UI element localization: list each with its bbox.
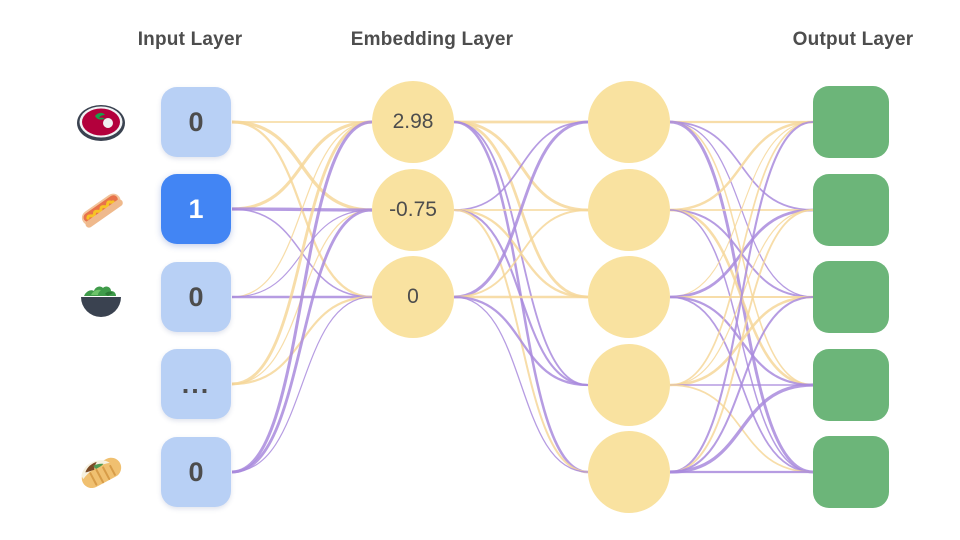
salad-bowl-icon [73, 269, 129, 325]
input-node-4[interactable]: 0 [161, 437, 231, 507]
hidden-node-0[interactable] [588, 81, 670, 163]
embedding-node-1[interactable]: -0.75 [372, 169, 454, 251]
hidden-node-4[interactable] [588, 431, 670, 513]
embedding-node-2[interactable]: 0 [372, 256, 454, 338]
hot-dog-icon [73, 181, 129, 237]
output-node-3[interactable] [813, 349, 889, 421]
layer-title-embedding: Embedding Layer [350, 29, 514, 50]
output-node-0[interactable] [813, 86, 889, 158]
ellipsis-icon [73, 356, 129, 412]
layer-title-output: Output Layer [792, 29, 914, 50]
layer-title-input: Input Layer [137, 29, 243, 50]
input-node-1[interactable]: 1 [161, 174, 231, 244]
output-node-1[interactable] [813, 174, 889, 246]
output-node-4[interactable] [813, 436, 889, 508]
hidden-node-1[interactable] [588, 169, 670, 251]
embedding-node-0[interactable]: 2.98 [372, 81, 454, 163]
burrito-icon [73, 444, 129, 500]
hidden-node-3[interactable] [588, 344, 670, 426]
input-node-2[interactable]: 0 [161, 262, 231, 332]
input-node-3[interactable]: ... [161, 349, 231, 419]
hidden-node-2[interactable] [588, 256, 670, 338]
output-node-2[interactable] [813, 261, 889, 333]
input-node-0[interactable]: 0 [161, 87, 231, 157]
steak-plate-icon [73, 94, 129, 150]
